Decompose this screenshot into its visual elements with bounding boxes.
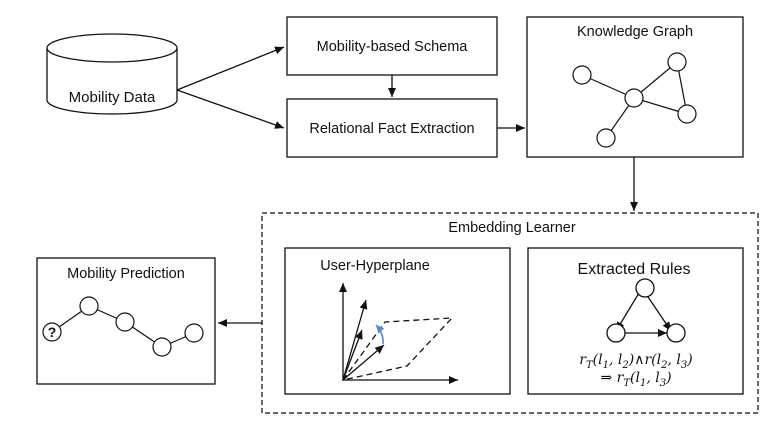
extracted-rules-box: Extracted Rules rT(l1, l2)∧r(l2, l3) ⇒ r… xyxy=(527,247,744,395)
schema-label: Mobility-based Schema xyxy=(317,39,469,55)
mobility-prediction-label: Mobility Prediction xyxy=(67,266,185,282)
rule-triangle-graph xyxy=(606,278,686,343)
rule-premise: rT(l1, l2)∧r(l2, l3) xyxy=(579,352,692,371)
flow-arrows xyxy=(176,46,638,327)
hyperplane-illustration xyxy=(339,283,458,384)
trajectory-path xyxy=(42,296,204,357)
knowledge-graph-box: Knowledge Graph xyxy=(526,16,744,158)
projection-arrow-icon xyxy=(375,324,385,345)
unknown-location-icon: ? xyxy=(48,324,57,340)
knowledge-graph-network xyxy=(572,52,697,148)
arrow-data-to-extraction xyxy=(176,89,285,129)
schema-box: Mobility-based Schema xyxy=(286,16,498,76)
rule-conclusion: ⇒ rT(l1, l3) xyxy=(600,370,671,389)
mobility-data-database: Mobility Data xyxy=(46,33,178,115)
knowledge-graph-label: Knowledge Graph xyxy=(577,24,693,40)
embedding-learner-label: Embedding Learner xyxy=(448,220,576,236)
extracted-rules-label: Extracted Rules xyxy=(578,261,691,278)
mobility-prediction-box: Mobility Prediction ? xyxy=(36,257,216,385)
fact-extraction-label: Relational Fact Extraction xyxy=(309,121,474,137)
arrow-data-to-schema xyxy=(176,46,285,91)
fact-extraction-box: Relational Fact Extraction xyxy=(286,98,498,158)
mobility-data-label: Mobility Data xyxy=(69,89,156,106)
user-hyperplane-label: User-Hyperplane xyxy=(320,258,430,274)
user-hyperplane-box: User-Hyperplane xyxy=(284,247,511,395)
embedding-learner-container: Embedding Learner xyxy=(261,212,759,414)
